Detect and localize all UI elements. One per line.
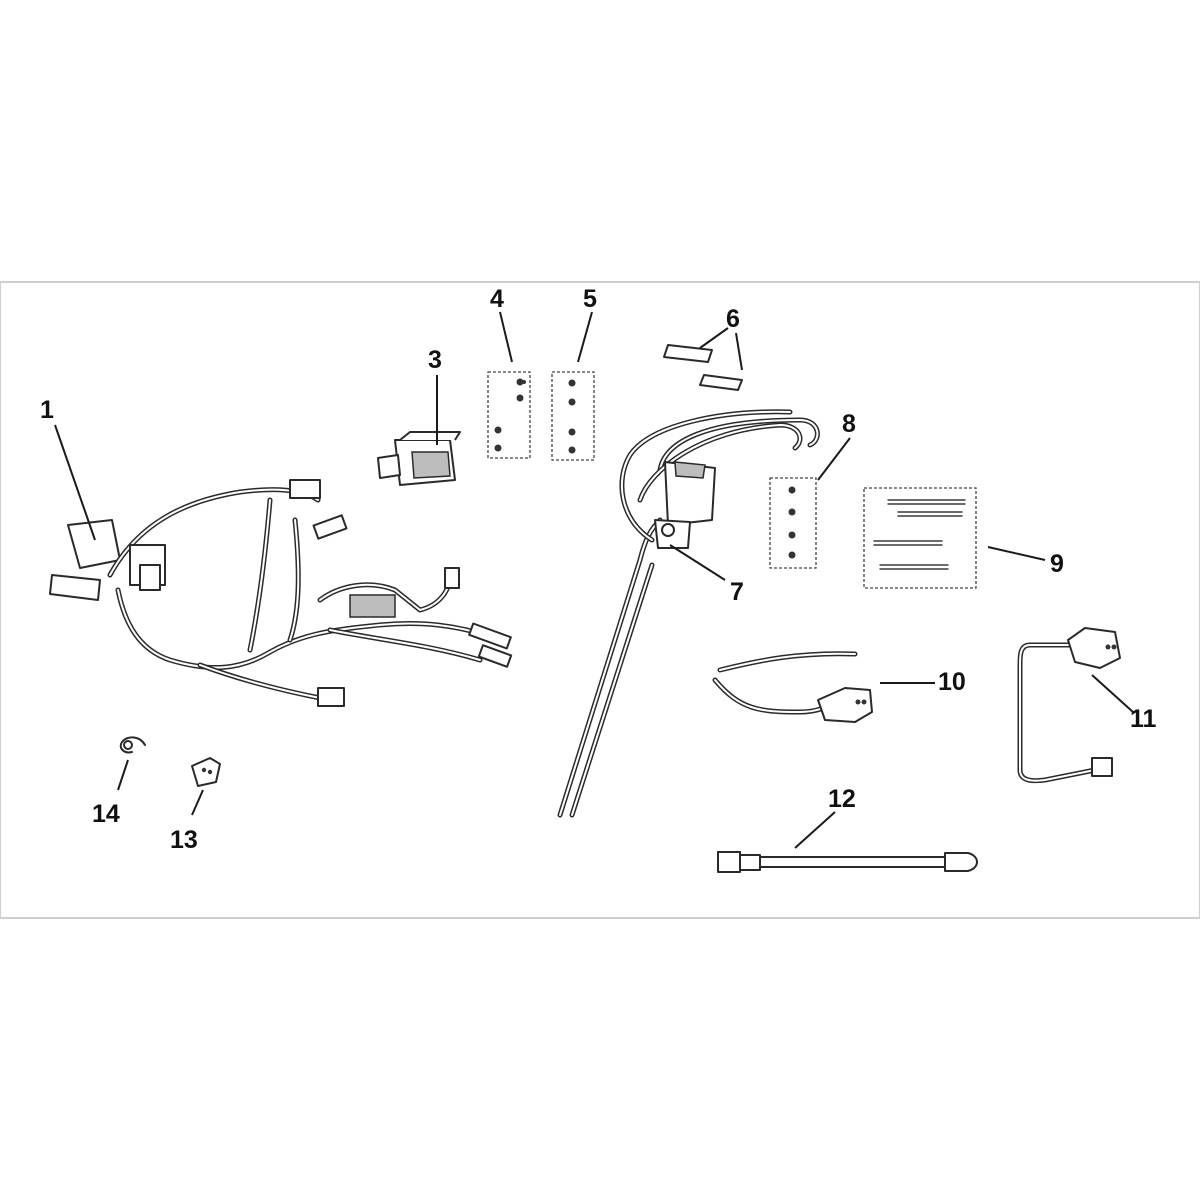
callout-10: 10 <box>938 668 966 696</box>
leader-9 <box>987 546 1046 561</box>
part-10-switch-harness <box>712 651 873 723</box>
leader-11 <box>1091 674 1134 713</box>
callout-7: 7 <box>730 578 744 606</box>
part-9-screws-bag <box>863 487 977 589</box>
leader-6b <box>735 332 743 371</box>
callout-12: 12 <box>828 785 856 813</box>
callout-13: 13 <box>170 826 198 854</box>
part-6-adhesive-strips <box>663 344 743 391</box>
leader-5 <box>577 311 593 363</box>
part-8-hardware-bag <box>769 477 817 569</box>
leader-8 <box>817 437 851 481</box>
callout-1: 1 <box>40 396 54 424</box>
leader-1 <box>54 424 96 541</box>
leader-6a <box>699 327 729 349</box>
part-3-bracket <box>377 431 461 486</box>
diagram-frame <box>0 281 1200 919</box>
leader-12 <box>794 811 836 849</box>
leader-7 <box>669 544 726 581</box>
part-5-hardware-bag <box>551 371 595 461</box>
part-11-switch-loop <box>1017 627 1121 784</box>
part-14-wire-clip <box>119 736 146 754</box>
leader-13 <box>191 789 204 816</box>
callout-14: 14 <box>92 800 120 828</box>
leader-14 <box>117 759 129 791</box>
part-13-clip <box>191 757 221 787</box>
callout-4: 4 <box>490 285 504 313</box>
part-12-light-rod <box>717 851 978 873</box>
part-4-hardware-bag <box>487 371 531 459</box>
callout-6: 6 <box>726 305 740 333</box>
callout-9: 9 <box>1050 550 1064 578</box>
callout-11: 11 <box>1130 705 1157 733</box>
callout-5: 5 <box>583 285 597 313</box>
callout-8: 8 <box>842 410 856 438</box>
part-7-switch-lever <box>557 409 820 818</box>
leader-4 <box>499 311 513 363</box>
callout-3: 3 <box>428 346 442 374</box>
part-1-wiring-harness <box>49 479 513 707</box>
